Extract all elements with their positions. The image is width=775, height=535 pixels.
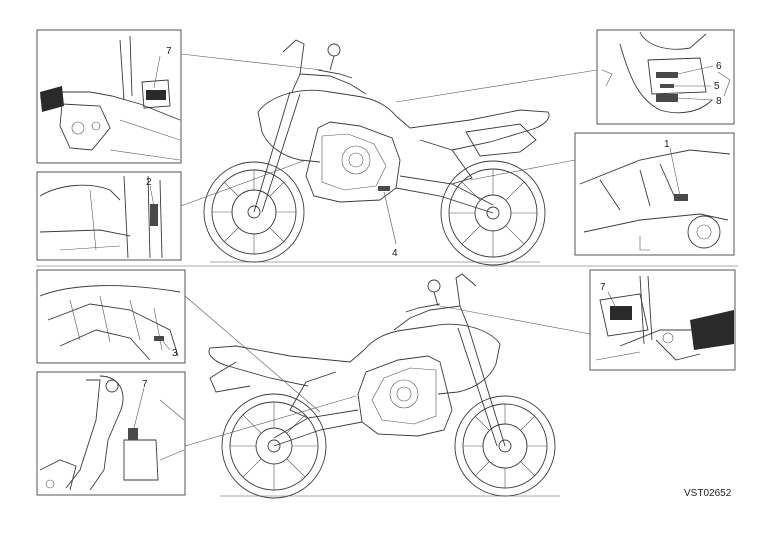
leader-4 [383, 191, 397, 245]
callout-6: 6 [716, 61, 722, 72]
rear-wheel-top [440, 160, 546, 266]
label-7-bottom-left [128, 428, 138, 440]
leader-1 [669, 147, 681, 197]
leader-3 [161, 339, 171, 351]
projection-line-7c [439, 305, 591, 335]
label-2 [150, 204, 158, 226]
rear-wheel-bottom [221, 393, 327, 499]
label-8 [656, 94, 678, 102]
detail-frame-engine-left [36, 269, 186, 364]
projection-line-2 [180, 159, 307, 207]
detail-frame-handlebar-right [589, 269, 736, 371]
callout-8: 8 [716, 96, 722, 107]
detail-frame-swingarm [574, 132, 735, 256]
label-4 [378, 186, 390, 191]
label-3 [154, 336, 164, 341]
label-7-top-left [146, 90, 166, 100]
motorcycle-top-right-side [203, 39, 550, 266]
projection-line-under-seat [395, 69, 598, 103]
label-1 [674, 194, 688, 201]
leader-6 [677, 65, 714, 75]
projection-line-7b [184, 395, 357, 447]
callout-1: 1 [664, 139, 670, 150]
leader-2 [149, 185, 155, 207]
projection-line-3 [184, 295, 321, 413]
callout-2: 2 [146, 177, 152, 188]
leader-7a [153, 55, 161, 89]
callout-3: 3 [172, 348, 178, 359]
reference-code: VST02652 [684, 488, 732, 499]
detail-frame-handlebar-left [36, 29, 182, 164]
leader-7b [133, 387, 145, 429]
label-5 [660, 84, 674, 88]
projection-line-1 [469, 159, 576, 181]
projection-line-7a [180, 53, 323, 71]
label-7-right [610, 306, 632, 320]
motorcycle-bottom-left-side [208, 273, 560, 499]
detail-frame-rear-brake-reservoir [36, 371, 186, 496]
leader-8 [677, 97, 714, 101]
detail-frame-under-seat [596, 29, 735, 125]
callout-7b: 7 [142, 379, 148, 390]
callout-4: 4 [392, 248, 398, 259]
leader-7c [607, 291, 617, 309]
callout-7a: 7 [166, 46, 172, 57]
label-6 [656, 72, 678, 78]
detail-frame-frame-left [36, 171, 182, 261]
callout-5: 5 [714, 81, 720, 92]
callout-7c: 7 [600, 282, 606, 293]
